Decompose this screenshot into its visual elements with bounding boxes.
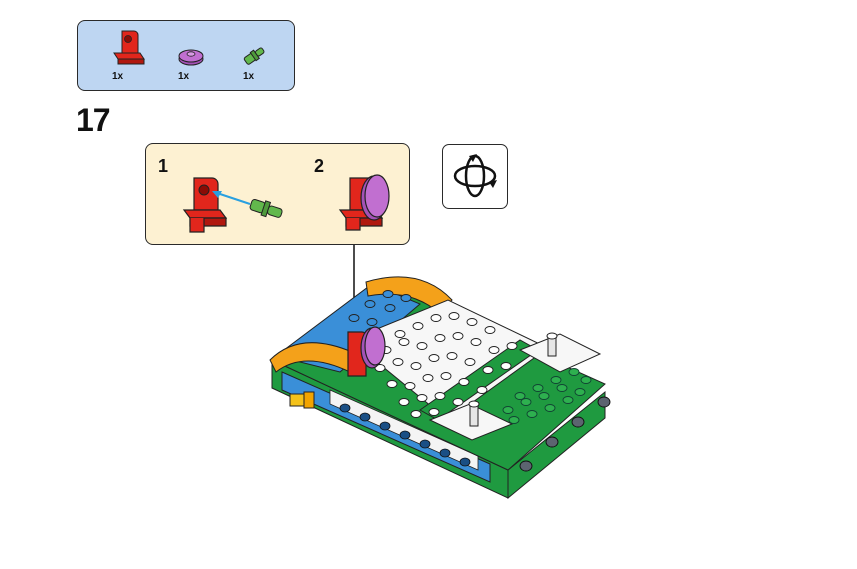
purple-round-plate-part-icon — [178, 49, 204, 66]
substep-label-1: 1 — [158, 156, 169, 176]
parts-list-callout: 1x 1x 1x — [77, 20, 295, 91]
substep-callout: 1 2 — [145, 143, 410, 245]
green-pin-part-icon — [243, 47, 265, 65]
substep-2-assembly-icon — [338, 174, 390, 231]
step-number: 17 — [76, 102, 111, 138]
substep-1-assembly-icon — [182, 177, 283, 233]
part-qty-green: 1x — [243, 71, 255, 82]
rotate-model-callout — [442, 144, 508, 209]
red-bracket-part-icon — [113, 30, 145, 65]
part-qty-purple: 1x — [178, 71, 190, 82]
substep-label-2: 2 — [314, 156, 325, 176]
rotate-model-icon — [453, 154, 497, 198]
part-qty-red: 1x — [112, 71, 124, 82]
